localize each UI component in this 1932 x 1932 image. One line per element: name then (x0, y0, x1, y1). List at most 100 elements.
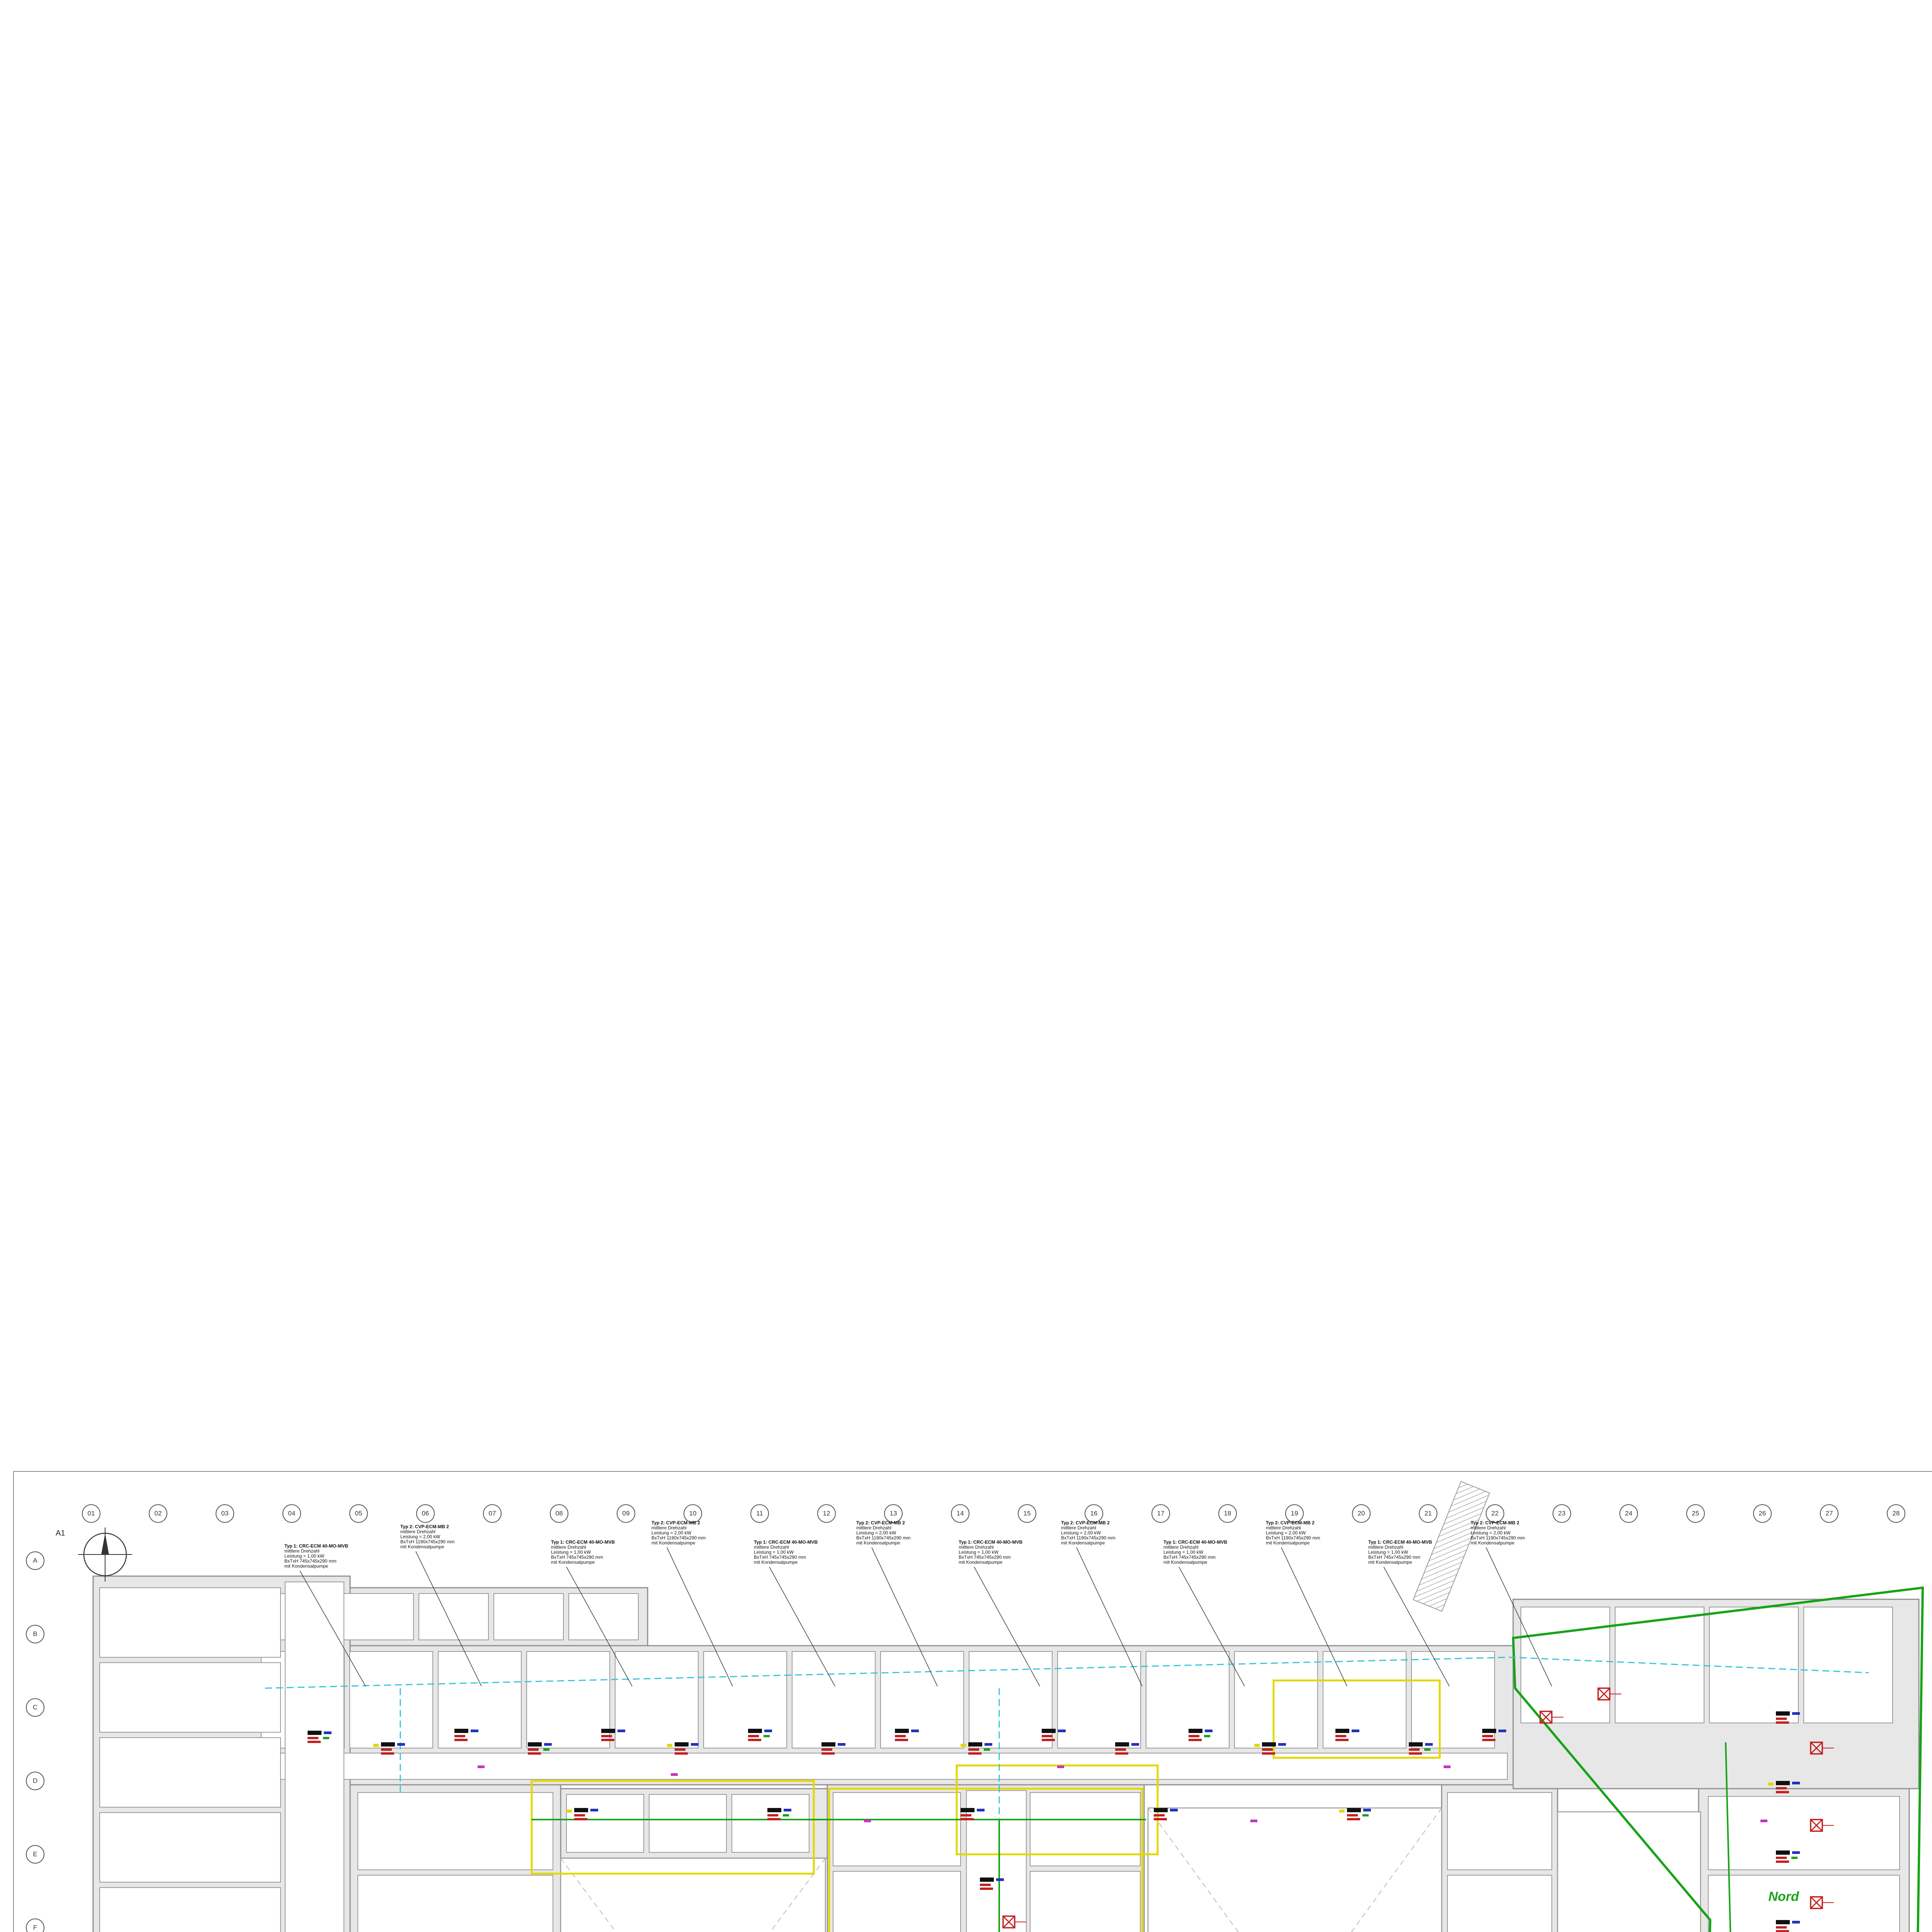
annotation-cluster (454, 1729, 478, 1741)
zone-green-north (1512, 1586, 1924, 1932)
grid-column-bubble-top: 17 (1151, 1504, 1170, 1523)
zone-yellow-1 (531, 1780, 815, 1875)
magenta-mark (1250, 1820, 1257, 1822)
grid-column-bubble-top: 15 (1018, 1504, 1036, 1523)
grid-column-bubble-top: 25 (1686, 1504, 1705, 1523)
callout-line: BxTxH 745x745x290 mm (284, 1558, 337, 1564)
callout-line: Typ 2: CVP-ECM-MB 2 (856, 1520, 905, 1526)
annotation-cluster (748, 1729, 772, 1741)
fan-coil-unit-icon (1539, 1711, 1563, 1724)
callout-line: mittlere Drehzahl (400, 1529, 435, 1534)
callout-line: Leistung = 2,00 kW (1471, 1530, 1511, 1536)
callout-line: mit Kondensatpumpe (400, 1544, 444, 1549)
annotation-cluster (1115, 1742, 1139, 1755)
fan-coil-unit-icon (1810, 1819, 1834, 1832)
grid-column-bubble-top: 01 (82, 1504, 100, 1523)
annotation-cluster (1254, 1742, 1286, 1755)
annotation-cluster (667, 1742, 699, 1755)
callout-line: mittlere Drehzahl (1163, 1544, 1199, 1550)
grid-row-bubble-left: F (26, 1918, 44, 1932)
annotation-cluster (1042, 1729, 1066, 1741)
callout-line: mittlere Drehzahl (551, 1544, 586, 1550)
callout-leader (1179, 1566, 1245, 1687)
callout-leader (1281, 1547, 1347, 1687)
callout-line: Leistung = 2,00 kW (1061, 1530, 1101, 1536)
callout-line: mittlere Drehzahl (1471, 1525, 1506, 1531)
callout-line: Typ 2: CVP-ECM-MB 2 (1061, 1520, 1110, 1526)
annotation-cluster (1335, 1729, 1359, 1741)
annotation-cluster (1409, 1742, 1433, 1755)
annotation-cluster (1776, 1920, 1800, 1932)
callout-line: mittlere Drehzahl (856, 1525, 891, 1531)
callout-line: Typ 1: CRC-ECM 40-MO-MVB (1163, 1539, 1228, 1545)
callout-leader (299, 1570, 366, 1687)
grid-row-bubble-left: C (26, 1698, 44, 1717)
sheet-size-label: A1 (56, 1529, 65, 1537)
grid-column-bubble-top: 28 (1887, 1504, 1905, 1523)
callout-line: mit Kondensatpumpe (1266, 1540, 1310, 1546)
callout-line: Leistung = 2,00 kW (651, 1530, 692, 1536)
callout-line: BxTxH 745x745x290 mm (754, 1554, 806, 1560)
zone-yellow-3 (828, 1787, 1143, 1932)
grid-column-bubble-top: 09 (617, 1504, 635, 1523)
annotation-cluster (308, 1731, 332, 1743)
annotation-cluster (1189, 1729, 1213, 1741)
grid-column-bubble-top: 22 (1486, 1504, 1504, 1523)
annotation-cluster (1776, 1711, 1800, 1724)
grid-column-bubble-top: 07 (483, 1504, 502, 1523)
callout-line: BxTxH 1190x745x290 mm (1471, 1535, 1525, 1541)
callout-line: Typ 2: CVP-ECM-MB 2 (1471, 1520, 1519, 1526)
callout-leader (415, 1551, 482, 1687)
grid-column-bubble-top: 26 (1753, 1504, 1772, 1523)
callout-line: Leistung = 1,00 kW (1368, 1549, 1408, 1555)
callout-line: Leistung = 1,00 kW (551, 1549, 591, 1555)
callout-line: mittlere Drehzahl (1368, 1544, 1403, 1550)
callout-line: BxTxH 1190x745x290 mm (1266, 1535, 1320, 1541)
annotation-cluster (961, 1742, 992, 1755)
annotation-cluster (1339, 1808, 1371, 1820)
callout-line: Leistung = 2,00 kW (1266, 1530, 1306, 1536)
callout-line: Leistung = 1,00 kW (284, 1553, 325, 1559)
zone-yellow-4 (1272, 1679, 1441, 1759)
grid-column-bubble-top: 08 (550, 1504, 568, 1523)
magenta-mark (478, 1765, 485, 1768)
annotation-cluster (961, 1808, 985, 1820)
callout-leader (1076, 1547, 1143, 1687)
annotation-cluster (1768, 1781, 1800, 1793)
magenta-mark (864, 1820, 871, 1822)
grid-row-bubble-left: E (26, 1845, 44, 1864)
callout-line: mittlere Drehzahl (959, 1544, 994, 1550)
annotation-cluster (980, 1878, 1004, 1890)
callout-line: Typ 2: CVP-ECM-MB 2 (1266, 1520, 1315, 1526)
callout-line: Typ 1: CRC-ECM 40-MO-MVB (754, 1539, 818, 1545)
callout-leader (667, 1547, 733, 1687)
callout-line: Leistung = 2,00 kW (856, 1530, 896, 1536)
callout-line: BxTxH 745x745x290 mm (551, 1554, 603, 1560)
fan-coil-unit-icon (1597, 1687, 1621, 1701)
grid-column-bubble-top: 23 (1553, 1504, 1571, 1523)
grid-column-bubble-top: 14 (951, 1504, 969, 1523)
fan-coil-unit-icon (1810, 1742, 1834, 1755)
rooms-layer (99, 1582, 1900, 1932)
callout-line: Leistung = 1,00 kW (959, 1549, 999, 1555)
callout-leader (1486, 1547, 1552, 1687)
plan-sheet: A1 Montageplan Herrengasse 11 Herrengass… (13, 1471, 1932, 1932)
annotation-cluster (528, 1742, 552, 1755)
callout-leader (871, 1547, 938, 1687)
callout-line: mit Kondensatpumpe (1471, 1540, 1515, 1546)
grid-column-bubble-top: 21 (1419, 1504, 1437, 1523)
annotation-cluster (1482, 1729, 1506, 1741)
annotation-cluster (767, 1808, 791, 1820)
grid-column-bubble-top: 27 (1820, 1504, 1838, 1523)
grid-column-bubble-top: 20 (1352, 1504, 1371, 1523)
callout-line: mittlere Drehzahl (651, 1525, 687, 1531)
magenta-mark (1760, 1820, 1767, 1822)
